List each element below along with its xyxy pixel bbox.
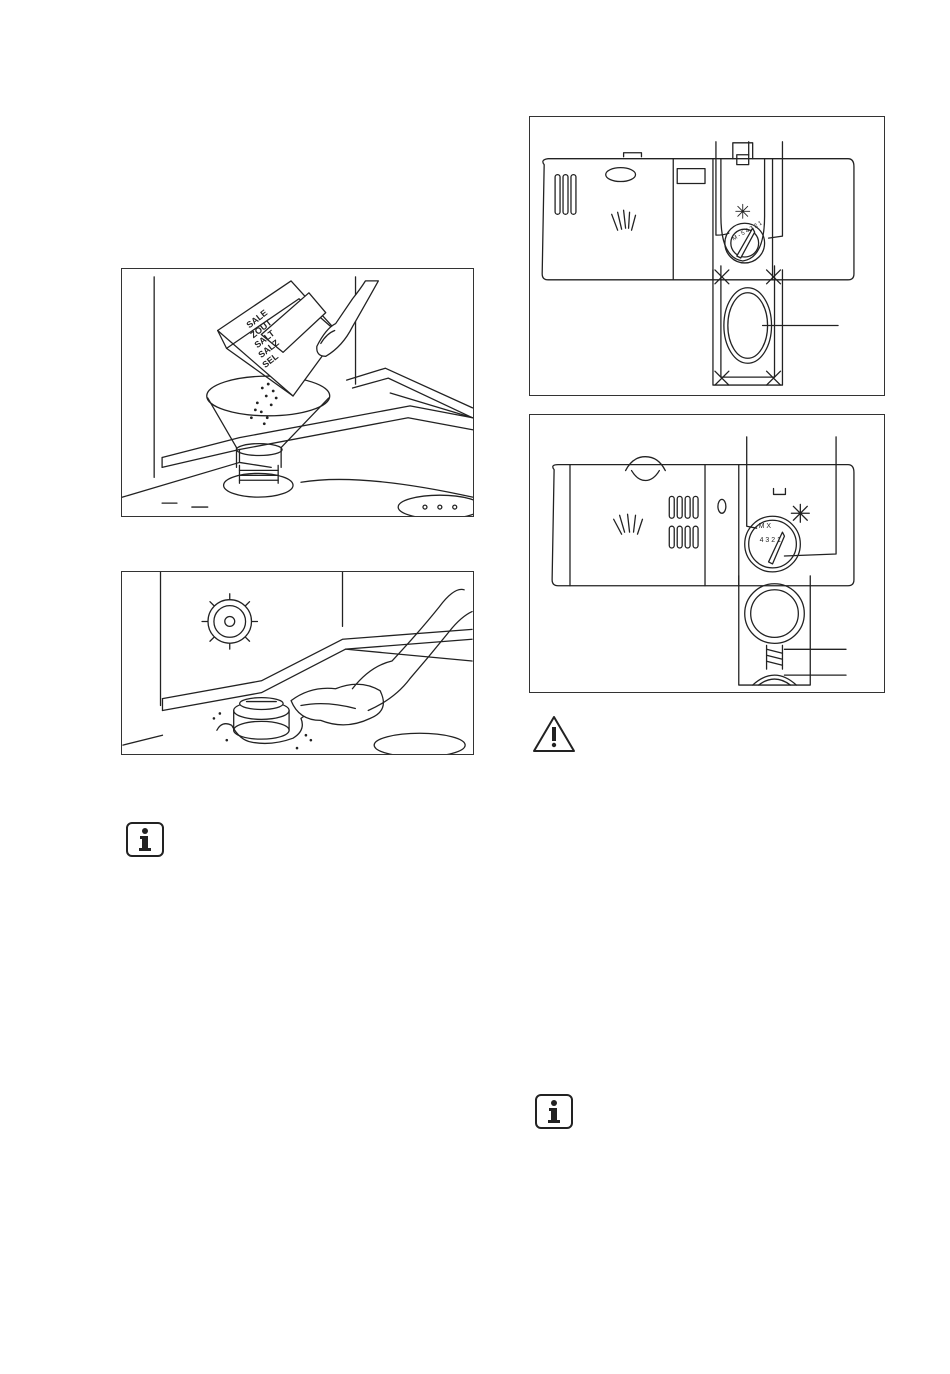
dispenser-dial-illustration-2: M X 4 3 2 1 <box>529 414 885 693</box>
warning-icon <box>531 714 577 754</box>
cleaning-cap-illustration <box>121 571 474 755</box>
dial-new-letters: M X <box>759 523 772 530</box>
salt-filling-illustration: SALE ZOUT SALT SALZ SEL <box>121 268 474 517</box>
dispenser-dial-illustration-1: M - 5 4 3 2 1 <box>529 116 885 396</box>
dial-new-numbers: 4 3 2 1 <box>760 537 781 544</box>
info-icon <box>125 821 165 858</box>
info-icon <box>534 1093 574 1130</box>
